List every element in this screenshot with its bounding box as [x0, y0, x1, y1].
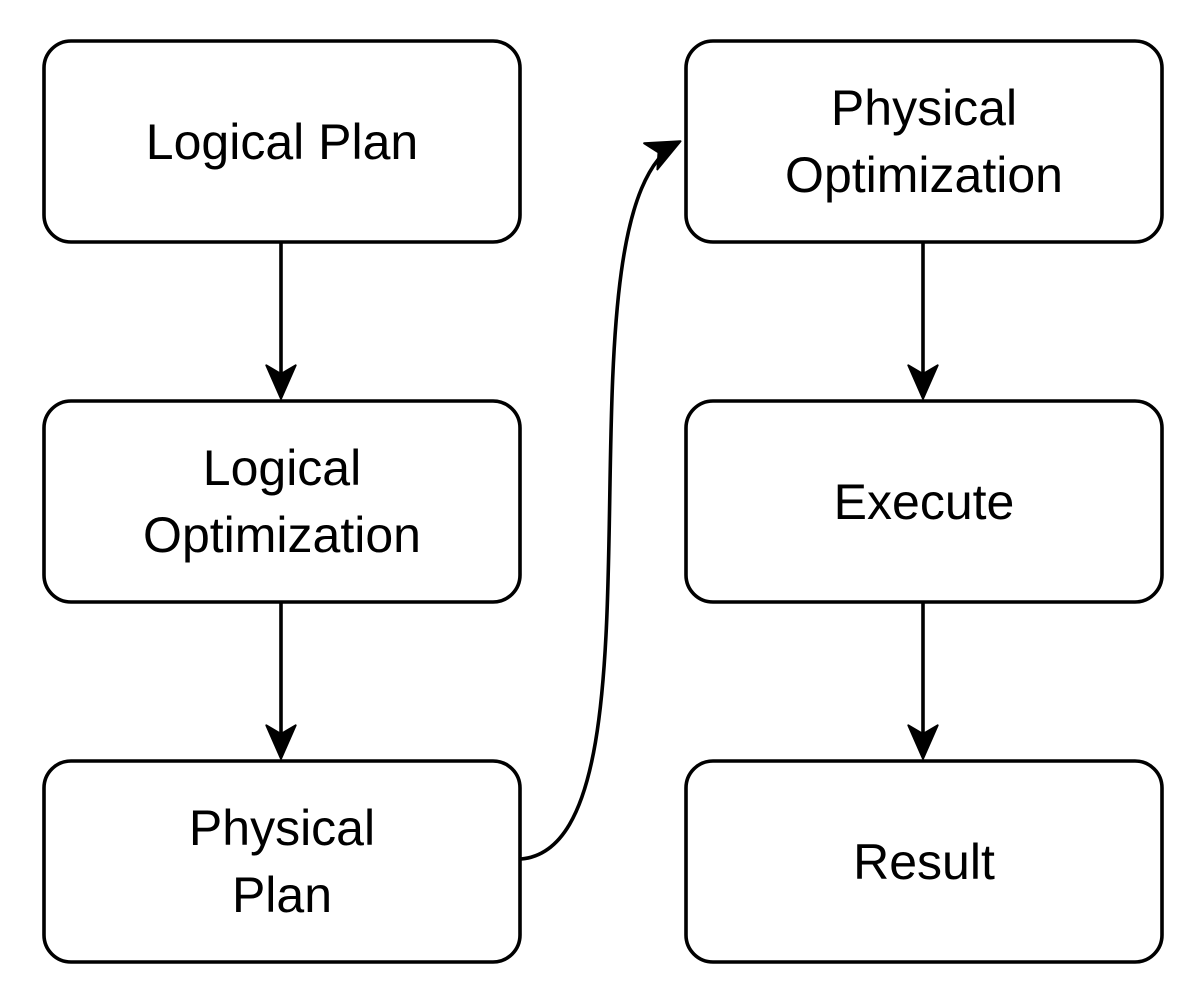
node-logical-optimization-box	[42, 399, 522, 604]
node-physical-plan-box	[42, 759, 522, 964]
node-physical-optimization-label-line1: Physical	[831, 80, 1017, 136]
node-physical-plan: Physical Plan	[42, 759, 522, 964]
node-execute: Execute	[684, 399, 1164, 604]
node-physical-optimization: Physical Optimization	[684, 39, 1164, 244]
node-logical-optimization-label-line1: Logical	[203, 440, 361, 496]
node-logical-optimization-label-line2: Optimization	[143, 507, 421, 563]
node-logical-plan-box	[42, 39, 522, 244]
diagram-root: Logical Plan Logical Optimization Physic…	[42, 39, 1164, 964]
node-logical-plan: Logical Plan	[42, 39, 522, 244]
node-logical-optimization: Logical Optimization	[42, 399, 522, 604]
node-execute-box	[684, 399, 1164, 604]
node-physical-optimization-label-line2: Optimization	[785, 147, 1063, 203]
node-physical-optimization-box	[684, 39, 1164, 244]
node-logical-plan-label: Logical Plan	[146, 114, 418, 170]
node-execute-label: Execute	[834, 474, 1015, 530]
node-result-label: Result	[853, 834, 995, 890]
edge-physical-plan-to-physical-optimization	[520, 140, 682, 861]
node-result-box	[684, 759, 1164, 964]
node-physical-plan-label-line1: Physical	[189, 800, 375, 856]
node-result: Result	[684, 759, 1164, 964]
edges-layer	[265, 140, 939, 861]
node-physical-plan-label-line2: Plan	[232, 867, 332, 923]
